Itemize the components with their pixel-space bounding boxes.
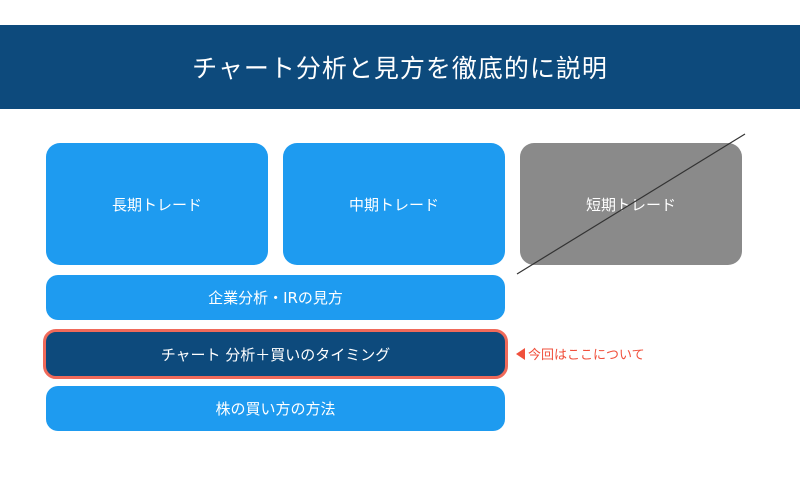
long-term-trade-box: 長期トレード: [46, 143, 268, 265]
long-term-trade-label: 長期トレード: [111, 195, 202, 214]
buying-method-label: 株の買い方の方法: [215, 400, 336, 418]
company-analysis-bar: 企業分析・IRの見方: [46, 275, 505, 320]
short-term-trade-box: 短期トレード: [520, 143, 742, 265]
buying-method-bar: 株の買い方の方法: [46, 386, 505, 431]
left-arrow-icon: [516, 347, 525, 360]
callout-text: 今回はここについて: [528, 348, 645, 363]
mid-term-trade-label: 中期トレード: [348, 195, 439, 214]
page-title: チャート分析と見方を徹底的に説明: [192, 54, 608, 83]
company-analysis-label: 企業分析・IRの見方: [208, 289, 343, 307]
chart-analysis-timing-label: チャート 分析＋買いのタイミング: [160, 345, 391, 364]
mid-term-trade-box: 中期トレード: [283, 143, 505, 265]
chart-analysis-timing-bar: チャート 分析＋買いのタイミング: [43, 329, 508, 379]
short-term-trade-label: 短期トレード: [585, 195, 676, 214]
page-header: チャート分析と見方を徹底的に説明: [0, 25, 800, 109]
callout: 今回はここについて: [516, 344, 645, 363]
